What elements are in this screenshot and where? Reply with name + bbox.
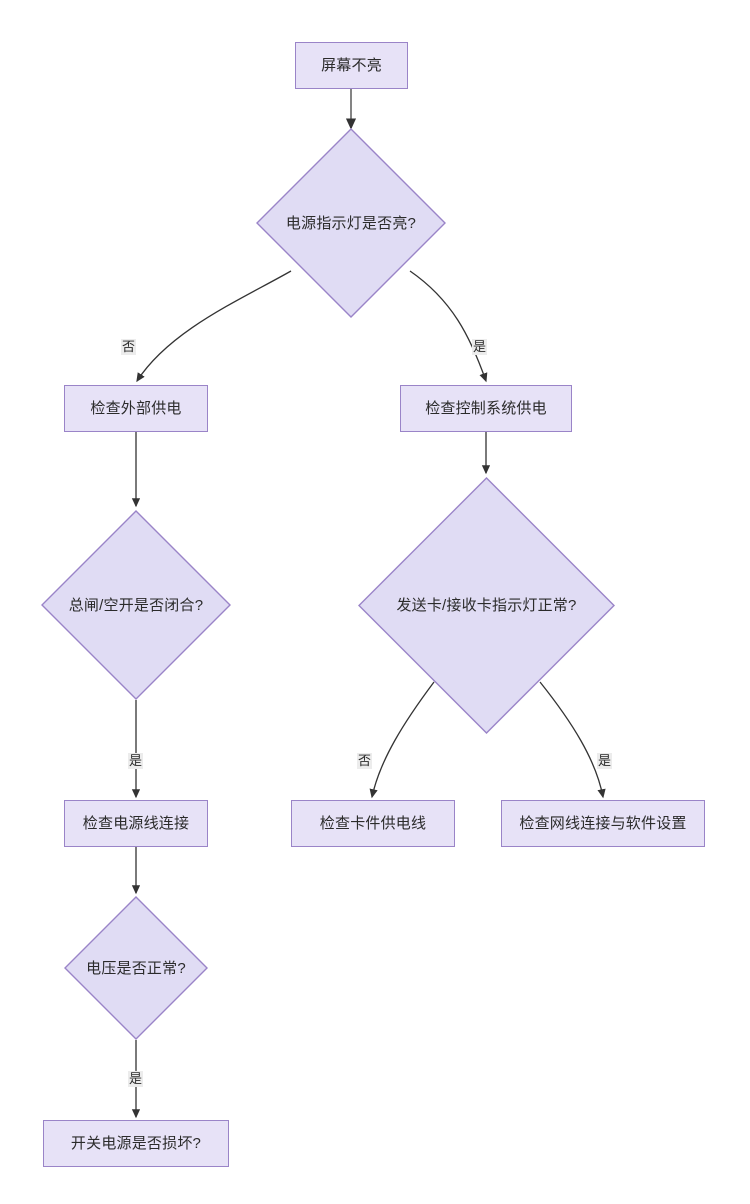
node-check-power-cable-connection[interactable]: 检查电源线连接	[64, 800, 208, 847]
node-check-card-power-cable[interactable]: 检查卡件供电线	[291, 800, 455, 847]
node-check-control-system-power[interactable]: 检查控制系统供电	[400, 385, 572, 432]
edge-n6-n9	[539, 681, 606, 799]
node-screen-not-lit[interactable]: 屏幕不亮	[295, 42, 408, 89]
diamond-shape-icon	[41, 510, 231, 700]
node-label: 电压是否正常?	[86, 959, 186, 977]
edge-label-yes-network-software: 是	[597, 753, 613, 769]
node-label: 检查控制系统供电	[425, 400, 547, 417]
node-label: 检查外部供电	[90, 400, 182, 417]
node-main-switch-closed-check[interactable]: 总闸/空开是否闭合?	[41, 510, 231, 700]
diamond-shape-icon	[256, 128, 446, 318]
node-label: 发送卡/接收卡指示灯正常?	[396, 597, 577, 614]
edge-label-no-card-power: 否	[357, 753, 373, 769]
node-label: 检查网线连接与软件设置	[519, 815, 687, 832]
node-check-external-power[interactable]: 检查外部供电	[64, 385, 208, 432]
node-label: 屏幕不亮	[321, 57, 382, 74]
diamond-shape-icon	[358, 477, 615, 734]
edge-label-yes-voltage: 是	[128, 1071, 144, 1087]
node-label: 检查电源线连接	[82, 815, 190, 832]
node-label: 检查卡件供电线	[319, 815, 427, 832]
edge-label-no-external-power: 否	[121, 339, 137, 355]
node-power-supply-damaged-check[interactable]: 开关电源是否损坏?	[43, 1120, 229, 1167]
diamond-shape-icon	[64, 896, 208, 1040]
node-check-network-and-software[interactable]: 检查网线连接与软件设置	[501, 800, 705, 847]
node-label: 开关电源是否损坏?	[70, 1135, 202, 1152]
node-voltage-normal-check[interactable]: 电压是否正常?	[64, 896, 208, 1040]
edge-label-yes-power-cable: 是	[128, 753, 144, 769]
node-power-indicator-check[interactable]: 电源指示灯是否亮?	[256, 128, 446, 318]
node-card-indicator-normal-check[interactable]: 发送卡/接收卡指示灯正常?	[358, 477, 615, 734]
edge-n6-n8	[369, 681, 435, 799]
edge-n2-n4	[409, 270, 488, 383]
edge-label-yes-control-system: 是	[472, 339, 488, 355]
node-label: 总闸/空开是否闭合?	[68, 596, 204, 614]
edge-n2-n3	[136, 270, 292, 383]
node-label: 电源指示灯是否亮?	[285, 214, 417, 232]
